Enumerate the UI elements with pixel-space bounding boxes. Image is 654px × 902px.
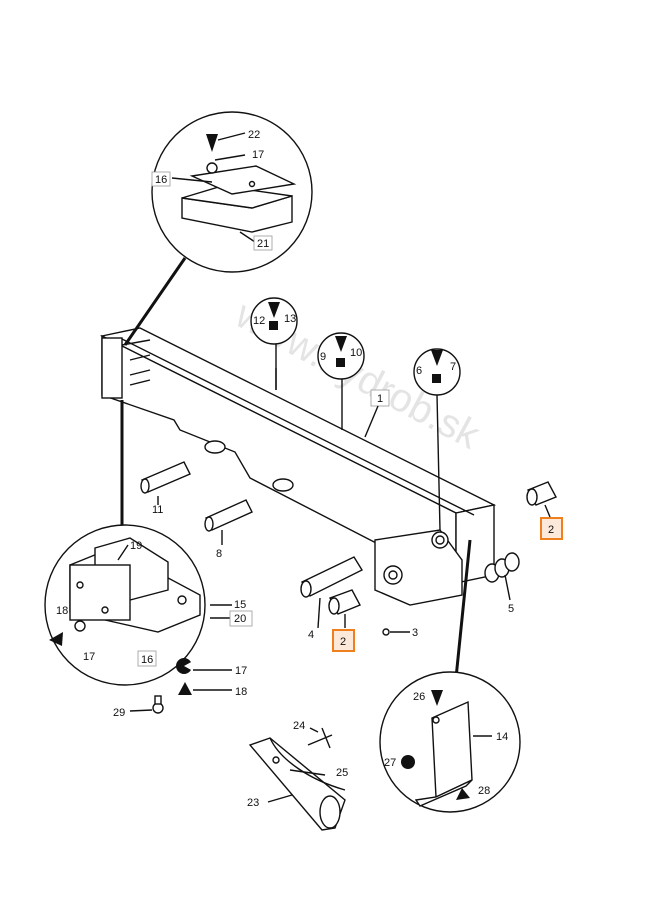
callout-11: 11	[152, 504, 163, 516]
callout-5: 5	[508, 603, 514, 615]
callout-17-top: 17	[252, 149, 264, 161]
bushes-5	[484, 552, 520, 601]
callout-16-left: 16	[141, 654, 153, 666]
callout-22: 22	[248, 129, 260, 141]
callout-21: 21	[257, 238, 269, 250]
callout-3: 3	[412, 627, 418, 639]
callout-25: 25	[336, 767, 348, 779]
callout-8: 8	[216, 548, 222, 560]
callout-17-loose: 17	[235, 665, 247, 677]
callout-20: 20	[234, 613, 246, 625]
callout-9: 9	[320, 351, 326, 363]
callout-2-lower: 2	[340, 636, 346, 648]
callout-26: 26	[413, 691, 425, 703]
clip-17	[176, 658, 232, 674]
callout-13: 13	[284, 313, 296, 325]
leader-upper-left	[123, 257, 187, 346]
callout-2-upper: 2	[548, 524, 554, 536]
callout-17-left: 17	[83, 651, 95, 663]
marker-12-13	[250, 297, 298, 345]
callout-18-left: 18	[56, 605, 68, 617]
guard-23	[248, 737, 346, 831]
pin-11	[140, 461, 191, 505]
callout-18-loose: 18	[235, 686, 247, 698]
pin-8	[204, 499, 253, 545]
detail-circle-left	[44, 524, 232, 686]
callout-19: 19	[130, 540, 142, 552]
leader-lower-right	[454, 539, 472, 679]
marker-9-10	[317, 332, 365, 380]
detail-circle-right	[379, 671, 521, 813]
marker-6-7	[413, 348, 461, 396]
callout-27: 27	[384, 757, 396, 769]
callout-15: 15	[234, 599, 246, 611]
callouts: 22 17 16 21 12 13 9 10 6 7 1 11 8 4 2 2 …	[56, 129, 563, 809]
callout-24: 24	[293, 720, 305, 732]
bush-2-upper	[526, 481, 557, 518]
callout-7: 7	[450, 361, 456, 373]
screw-3	[382, 628, 410, 636]
callout-16-top: 16	[155, 174, 167, 186]
pin-24	[307, 727, 333, 749]
bush-2-lower	[328, 589, 361, 628]
callout-6: 6	[416, 365, 422, 377]
callout-28: 28	[478, 785, 490, 797]
detail-circle-top	[151, 111, 313, 273]
pin-4	[300, 556, 363, 629]
main-beam	[99, 327, 497, 606]
callout-10: 10	[350, 347, 362, 359]
callout-1: 1	[377, 393, 383, 405]
wedge-18	[178, 682, 232, 695]
callout-12: 12	[253, 315, 265, 327]
callout-23: 23	[247, 797, 259, 809]
callout-4: 4	[308, 629, 314, 641]
grease-nipple-29	[129, 695, 164, 714]
callout-29: 29	[113, 707, 125, 719]
callout-14: 14	[496, 731, 508, 743]
